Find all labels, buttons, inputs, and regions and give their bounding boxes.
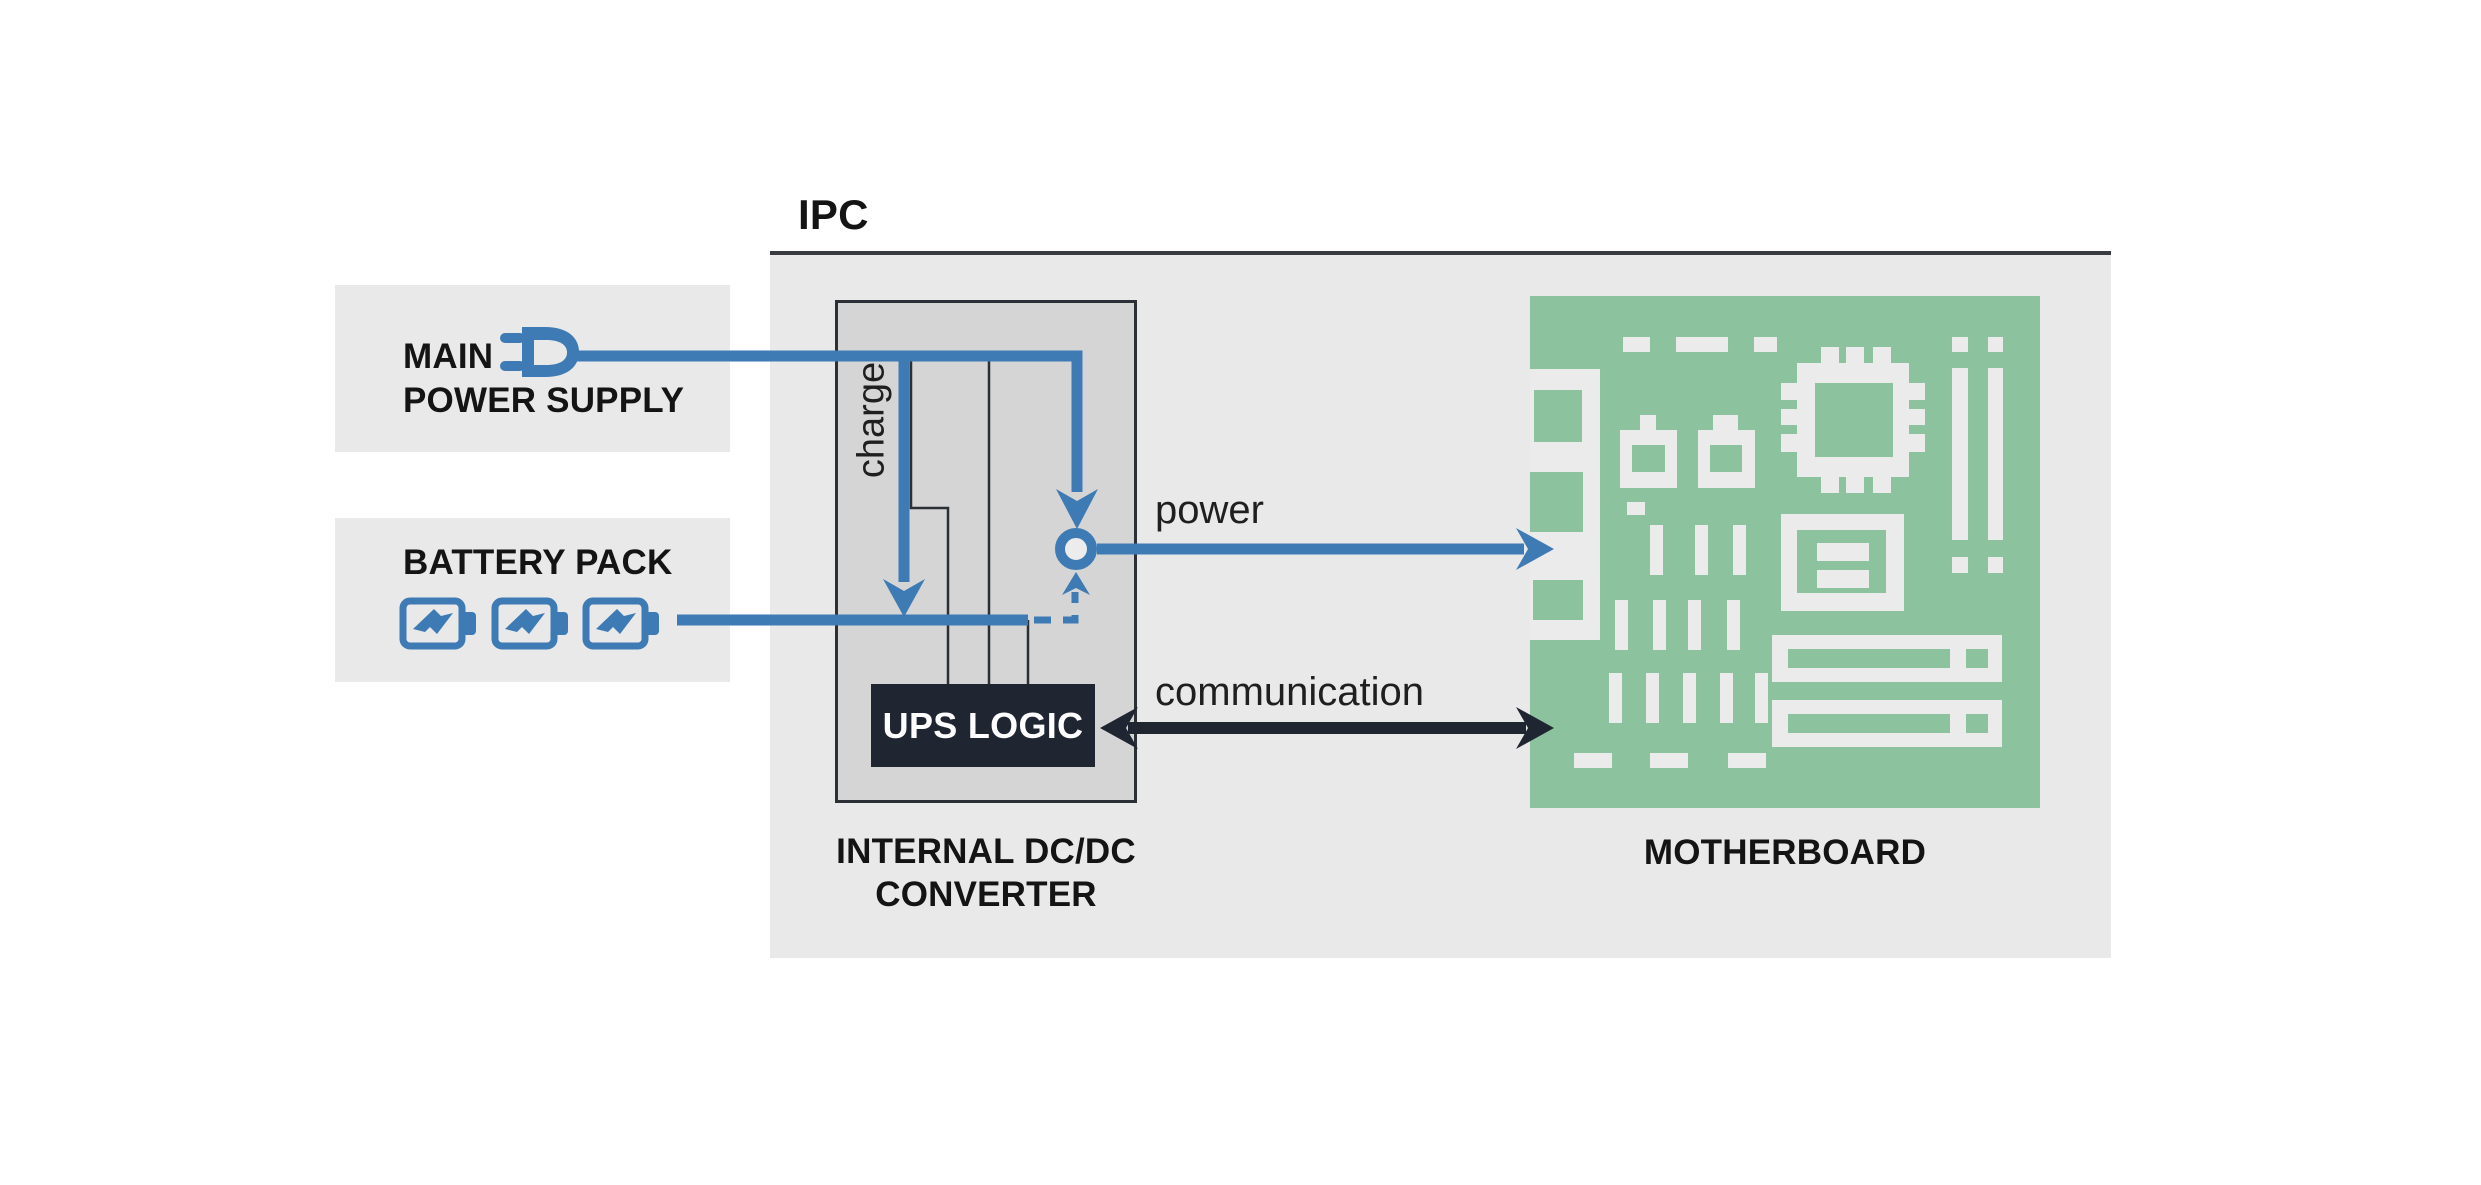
- circuit-board-graphic: [1530, 296, 2040, 808]
- dcdc-converter-label: INTERNAL DC/DC CONVERTER: [800, 830, 1172, 916]
- motherboard-block: [1530, 296, 2040, 808]
- ipc-top-rule: [770, 251, 2111, 255]
- power-label: power: [1155, 488, 1264, 532]
- motherboard-label: MOTHERBOARD: [1643, 833, 1927, 872]
- charge-label: charge: [850, 361, 893, 479]
- main-power-supply-label-line2: POWER SUPPLY: [403, 381, 685, 420]
- ipc-title: IPC: [798, 191, 869, 238]
- communication-label: communication: [1155, 670, 1425, 714]
- main-power-supply-box: [335, 285, 730, 452]
- battery-pack-label: BATTERY PACK: [403, 543, 673, 582]
- ups-logic-box: UPS LOGIC: [871, 684, 1095, 767]
- dcdc-converter-label-line1: INTERNAL DC/DC: [836, 832, 1136, 871]
- chipset-bars: [1817, 543, 1869, 588]
- ups-logic-label: UPS LOGIC: [882, 704, 1084, 746]
- main-power-supply-label-line1: MAIN: [403, 337, 494, 376]
- dcdc-converter-label-line2: CONVERTER: [875, 875, 1097, 914]
